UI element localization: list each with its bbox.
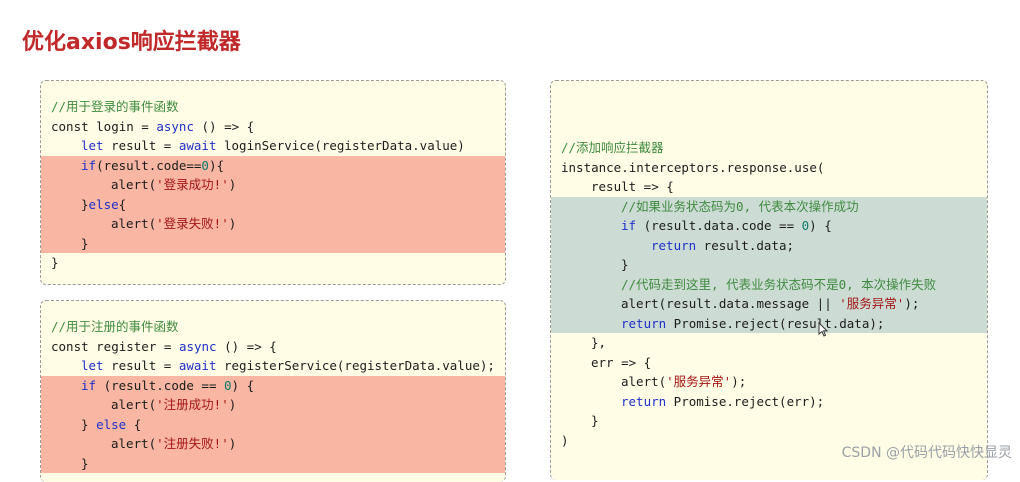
code-line-highlight: return Promise.reject(result.data);: [551, 313, 987, 333]
code-line-highlight: }: [41, 233, 505, 253]
code-line-highlight: alert('登录成功!'): [41, 175, 505, 195]
code-line-highlight: if (result.code == 0) {: [41, 375, 505, 395]
code-comment: //用于登录的事件函数: [51, 99, 179, 114]
code-line-highlight: } else {: [41, 414, 505, 434]
code-line-highlight: if (result.data.code == 0) {: [551, 216, 987, 236]
code-line: result => {: [591, 179, 674, 194]
code-line-highlight: }else{: [41, 194, 505, 214]
code-comment: //用于注册的事件函数: [51, 319, 179, 334]
code-line: instance.interceptors.response.use(: [561, 159, 825, 175]
login-code-box: //用于登录的事件函数 const login = async () => { …: [40, 80, 506, 285]
code-line: ): [561, 432, 569, 448]
code-line: err => {: [591, 354, 652, 370]
code-line-highlight: alert('登录失败!'): [41, 214, 505, 234]
code-line-highlight: if(result.code==0){: [41, 155, 505, 175]
code-line: return Promise.reject(err);: [621, 393, 825, 409]
mouse-cursor-icon: [818, 322, 828, 337]
watermark: CSDN @代码代码快快显灵: [841, 445, 1012, 461]
code-line-highlight: alert(result.data.message || '服务异常');: [551, 294, 987, 314]
code-line-highlight: }: [41, 453, 505, 473]
code-line: const login = async () => {: [51, 118, 255, 134]
code-line-highlight: }: [551, 255, 987, 275]
code-line: const register = async () => {: [51, 338, 277, 354]
code-comment-highlight: //代码走到这里, 代表业务状态码不是0, 本次操作失败: [551, 274, 987, 294]
code-line: }: [591, 413, 599, 428]
register-code-box: //用于注册的事件函数 const register = async () =>…: [40, 300, 506, 482]
code-line: },: [591, 335, 607, 350]
slide-title: 优化axios响应拦截器: [22, 30, 241, 55]
code-comment-highlight: //如果业务状态码为0, 代表本次操作成功: [551, 196, 987, 216]
interceptor-code-box: //添加响应拦截器 instance.interceptors.response…: [550, 80, 988, 480]
code-line-highlight: return result.data;: [551, 235, 987, 255]
code-line: alert('服务异常');: [621, 374, 747, 389]
code-line: }: [51, 255, 59, 270]
code-line: let result = await registerService(regis…: [81, 358, 495, 373]
code-line-highlight: alert('注册失败!'): [41, 434, 505, 454]
code-line-highlight: alert('注册成功!'): [41, 395, 505, 415]
code-line: let result = await loginService(register…: [81, 138, 465, 153]
code-comment: //添加响应拦截器: [561, 140, 664, 155]
